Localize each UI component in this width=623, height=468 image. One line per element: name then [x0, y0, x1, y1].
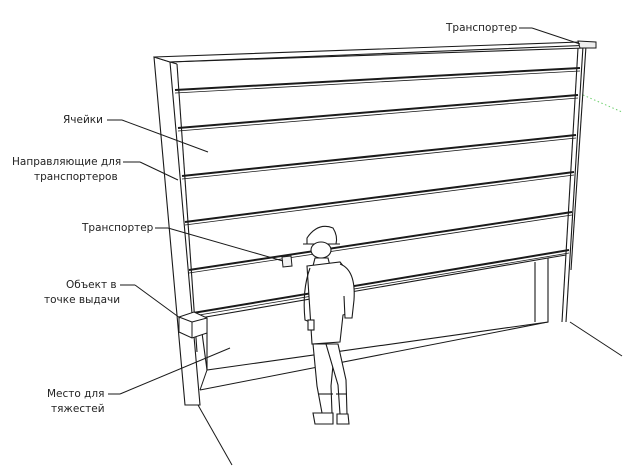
shelf-rail — [192, 252, 570, 317]
shelf-rails — [174, 67, 581, 317]
leader-lines — [107, 27, 581, 395]
right-side-post — [561, 45, 587, 323]
shelf-rail — [188, 214, 573, 274]
delivery-object-box — [178, 311, 208, 339]
shelf-rail — [174, 67, 581, 91]
label-guides-line1: Направляющие для — [12, 156, 121, 168]
shelf-rail — [181, 137, 577, 180]
base-platform — [199, 254, 567, 371]
shelf-rail — [184, 174, 575, 226]
shelf-rail — [184, 171, 575, 223]
transporter-top — [577, 40, 597, 49]
labels: Транспортер Ячейки Направляющие для тран… — [12, 22, 518, 415]
top-frame — [153, 41, 595, 63]
label-transporter-top: Транспортер — [445, 22, 518, 34]
shelf-rail — [174, 70, 581, 94]
shelf-rail — [181, 134, 577, 177]
transporter-mid — [281, 255, 293, 268]
label-cells: Ячейки — [63, 114, 103, 126]
label-guides-line2: транспортеров — [34, 171, 118, 183]
label-heavy-line2: тяжестей — [51, 403, 105, 415]
label-object-line2: точке выдачи — [44, 294, 120, 306]
worker-figure — [303, 225, 355, 425]
shelf-rail — [177, 97, 579, 132]
guide-dotted-line — [582, 94, 623, 113]
label-transporter-mid: Транспортер — [81, 222, 154, 234]
label-heavy-line1: Место для — [47, 388, 104, 400]
label-object-line1: Объект в — [66, 279, 117, 291]
ground-lines — [197, 321, 623, 466]
shelf-rail — [192, 249, 570, 314]
shelf-rail — [177, 94, 579, 129]
shelf-rail — [188, 211, 573, 271]
